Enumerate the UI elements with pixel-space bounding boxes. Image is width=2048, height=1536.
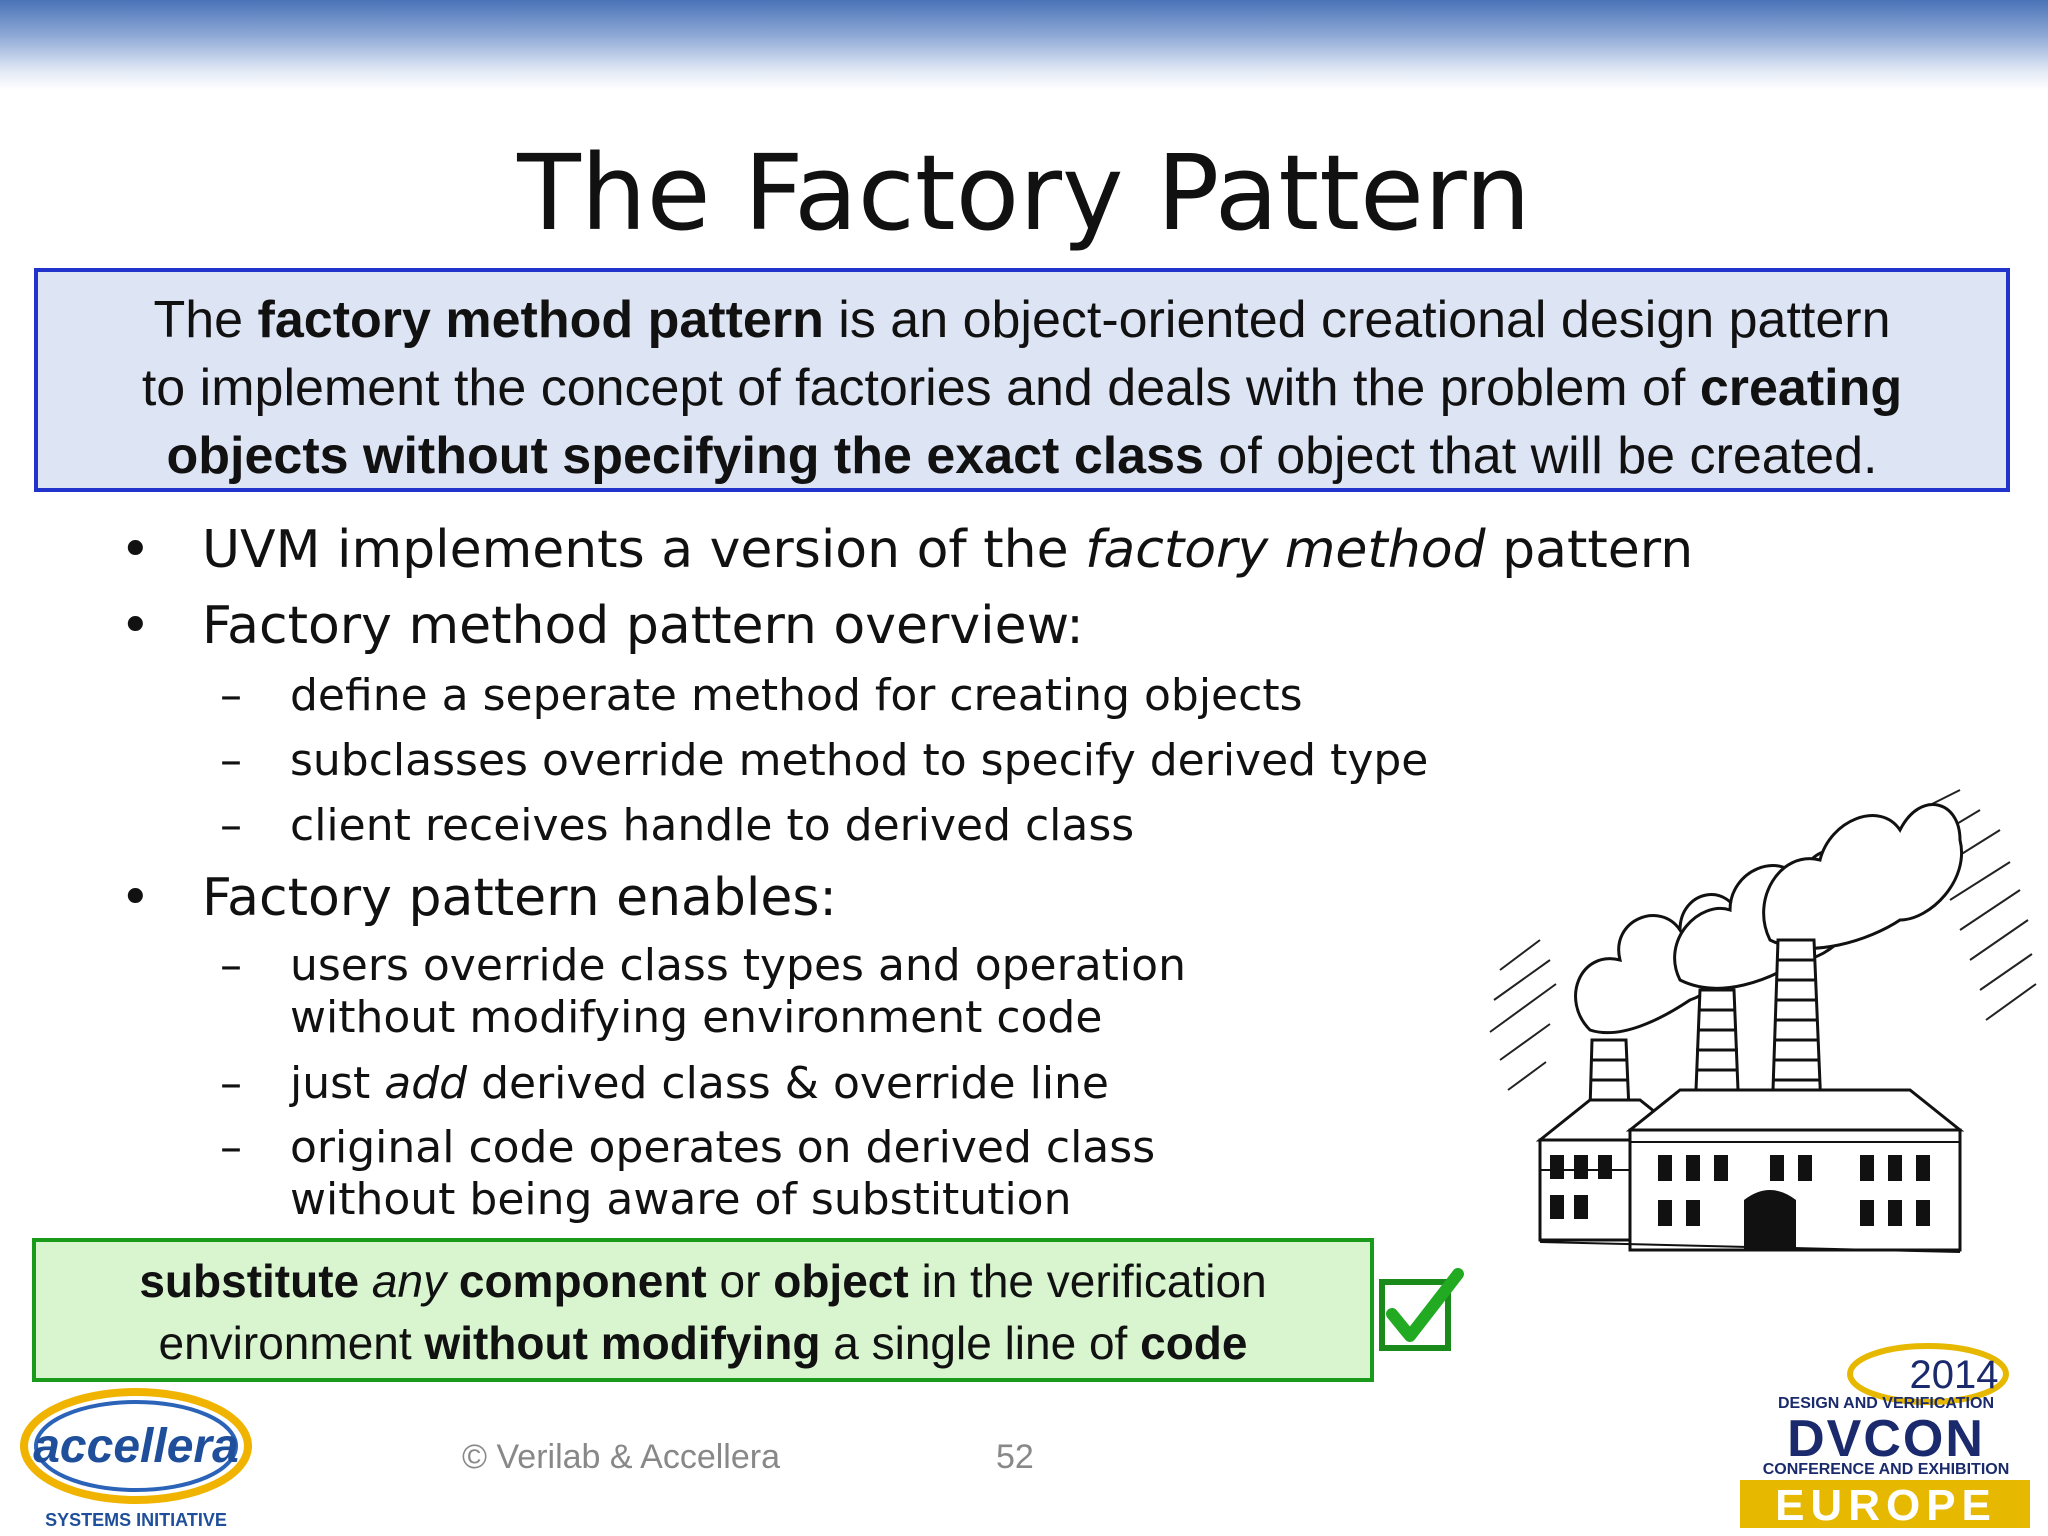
callout-line-1: substitute any component or object in th… bbox=[139, 1255, 1267, 1307]
accellera-logo: accellera SYSTEMS INITIATIVE bbox=[20, 1388, 252, 1530]
checkbox-checked-icon bbox=[1379, 1268, 1464, 1351]
definition-line-2: to implement the concept of factories an… bbox=[141, 359, 1903, 417]
dvcon-region: EUROPE bbox=[1775, 1481, 1997, 1530]
factory-illustration bbox=[1489, 789, 2037, 1253]
header-band bbox=[0, 0, 2048, 90]
definition-line-3: objects without specifying the exact cla… bbox=[166, 427, 1878, 485]
definition-box: The factory method pattern is an object-… bbox=[34, 268, 2010, 492]
definition-line-1: The factory method pattern is an object-… bbox=[153, 291, 1891, 349]
accellera-tagline: SYSTEMS INITIATIVE bbox=[45, 1510, 227, 1530]
footer-copyright: © Verilab & Accellera bbox=[462, 1438, 780, 1476]
definition-term: factory method pattern bbox=[257, 291, 824, 349]
slide-title: The Factory Pattern bbox=[517, 132, 1531, 254]
dvcon-europe-logo: 2014 DESIGN AND VERIFICATION DVCON CONFE… bbox=[1740, 1343, 2030, 1530]
callout-line-2: environment without modifying a single l… bbox=[158, 1317, 1248, 1369]
dvcon-year: 2014 bbox=[1910, 1353, 1999, 1397]
callout-box: substitute any component or object in th… bbox=[32, 1238, 1374, 1382]
dvcon-top-line: DESIGN AND VERIFICATION bbox=[1778, 1395, 1994, 1412]
dvcon-mid-line: CONFERENCE AND EXHIBITION bbox=[1763, 1461, 2010, 1478]
dvcon-wordmark: DVCON bbox=[1787, 1410, 1985, 1468]
accellera-wordmark: accellera bbox=[33, 1420, 239, 1473]
page-number: 52 bbox=[996, 1438, 1034, 1476]
